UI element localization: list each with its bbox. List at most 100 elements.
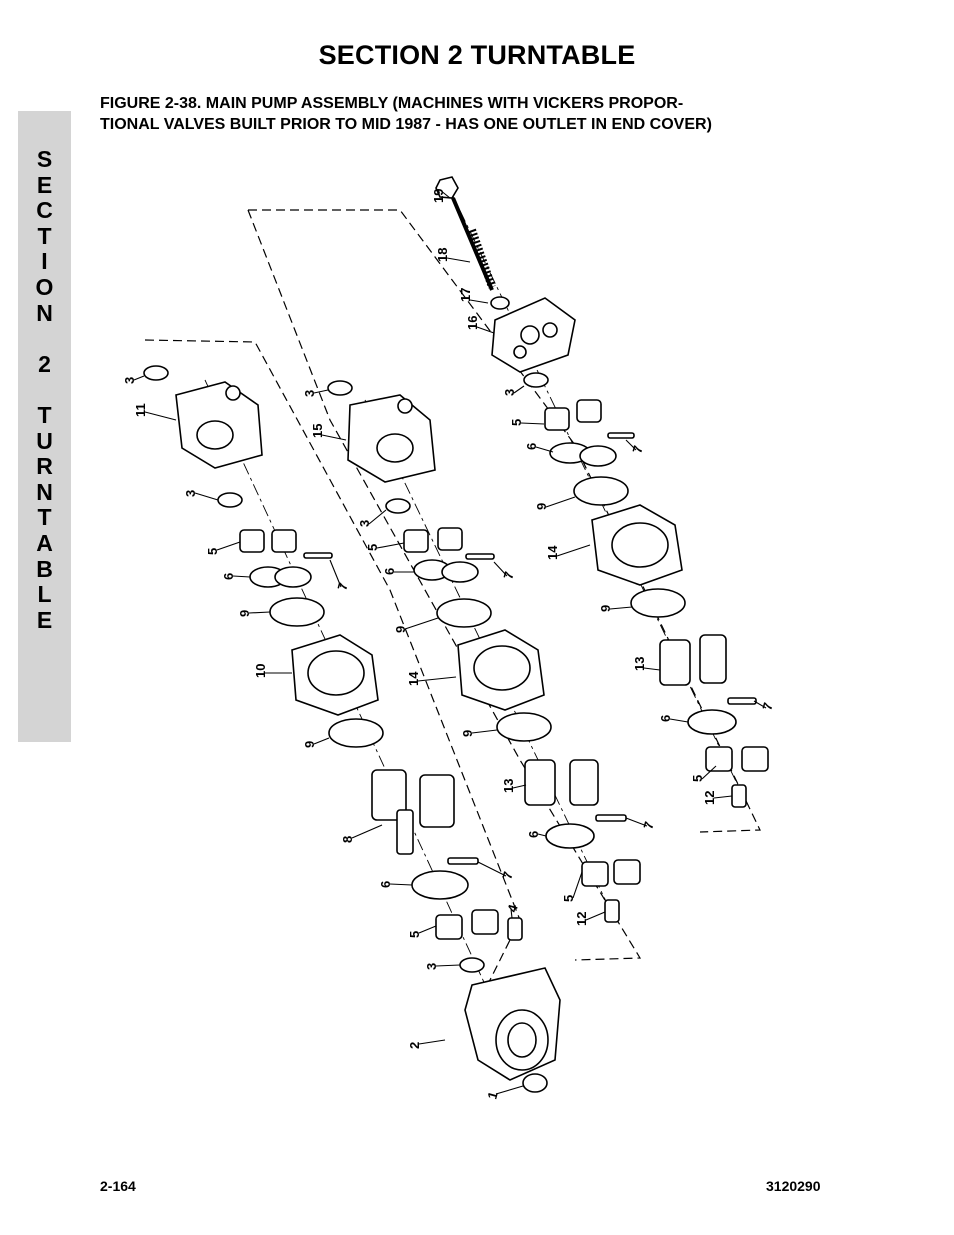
part-8-drive-shaft-gear [371,769,414,855]
part-17-washer [490,296,510,310]
callout-label: 9 [237,610,252,617]
part-6-wear-plate [687,709,737,735]
callout-label: 7 [640,820,656,831]
part-9-gasket [436,598,492,628]
dashed-outline-right-group [248,209,761,833]
callout-label: 14 [545,545,560,560]
part-7-spring-seal [607,432,635,439]
axis-middle-group [364,399,616,921]
section-side-tab: S E C T I O N 2 T U R N T A B L E [18,111,71,742]
part-9-gasket [328,718,384,748]
callout-label: 5 [561,895,576,902]
callout-label: 7 [629,444,645,455]
callout-label: 6 [382,568,397,575]
dashed-outlines [144,209,761,1001]
part-7-spring-seal [595,814,627,822]
part-9-gasket [269,597,325,627]
side-tab-letter: L [37,581,52,608]
callout-label: 6 [221,573,236,580]
part-6-wear-plate [413,559,479,583]
callout-label: 3 [183,490,198,497]
callout-label: 3 [357,520,372,527]
side-tab-letter: R [36,453,53,480]
callout-label: 5 [509,419,524,426]
callout-label: 7 [499,870,515,881]
part-7-spring-seal [447,857,479,865]
pump-parts [143,176,769,1093]
part-16-end-cover [491,297,576,373]
callout-label: 6 [378,881,393,888]
side-tab-letter: S [36,146,53,172]
part-3-seal-ring [385,498,411,514]
part-2-mounting-flange [464,967,561,1081]
callout-label: 9 [302,741,317,748]
side-tab-letters: S E C T I O N 2 T U R N T A B L E [18,146,71,633]
dashed-outline-middle-group [247,209,642,961]
part-7-spring-seal [303,552,333,559]
part-4-key [507,917,523,941]
callout-label: 19 [431,189,446,203]
callout-label: 9 [598,605,613,612]
part-5-bushing-pair [705,746,769,772]
part-8-driven-gear [419,774,455,828]
part-3-seal-ring [217,492,243,508]
callout-label: 13 [501,779,516,793]
callout-label: 9 [393,626,408,633]
part-1-shaft-seal [522,1073,548,1093]
callout-labels: 19 18 17 16 3 5 6 7 9 14 9 13 6 7 5 12 3… [122,189,776,1101]
side-tab-letter: I [41,248,48,275]
part-13-gear-pair [524,759,599,806]
callout-label: 15 [310,424,325,438]
callout-label: 18 [435,248,450,262]
part-15-section-housing [347,394,436,483]
side-tab-letter: T [37,504,52,531]
callout-label: 16 [465,316,480,330]
side-tab-letter: A [36,529,53,556]
callout-label: 4 [504,902,521,914]
callout-label: 5 [365,544,380,551]
callout-label: 6 [524,443,539,450]
side-tab-letter: O [35,273,54,300]
section-title: SECTION 2 TURNTABLE [318,40,636,70]
callout-label: 9 [534,503,549,510]
part-5-bushing-pair [403,527,463,553]
part-14-gear-housing [591,504,683,586]
callout-label: 13 [632,657,647,671]
part-3-seal-ring [523,372,549,388]
part-7-spring-seal [465,553,495,560]
callout-label: 6 [526,831,541,838]
callout-label: 2 [407,1042,422,1049]
side-tab-letter: T [37,401,52,428]
callout-label: 3 [302,390,317,397]
callout-label: 8 [340,836,355,843]
side-tab-letter: U [36,427,53,454]
page-number: 2-164 [100,1178,136,1194]
side-tab-letter: E [36,171,53,198]
part-9-gasket [630,588,686,618]
part-6-wear-plate [545,823,595,849]
callout-label: 17 [458,288,473,302]
callout-label: 9 [460,730,475,737]
side-tab-letter: 2 [38,350,51,377]
part-3-seal-ring [327,380,353,396]
callout-label: 5 [205,548,220,555]
dashed-outline-left-group [144,339,521,1001]
leader-arrows [133,189,767,1095]
part-6-wear-plate [411,870,469,900]
callout-label: 5 [407,931,422,938]
side-tab-letter: N [36,478,53,505]
figure-caption-line-1: FIGURE 2-38. MAIN PUMP ASSEMBLY (MACHINE… [100,95,684,112]
part-9-gasket [496,712,552,742]
part-5-bushing-pair [581,859,641,887]
part-5-bushing-pair [544,399,602,431]
part-5-bushing-pair [239,529,297,553]
callout-label: 3 [424,963,439,970]
part-19-nut [435,176,459,199]
callout-label: 5 [690,775,705,782]
part-6-wear-plate [549,442,617,467]
part-12-key [731,784,747,808]
part-10-gear-housing [291,634,379,716]
side-tab-letter: T [37,222,52,249]
part-14-gear-housing [457,629,545,711]
